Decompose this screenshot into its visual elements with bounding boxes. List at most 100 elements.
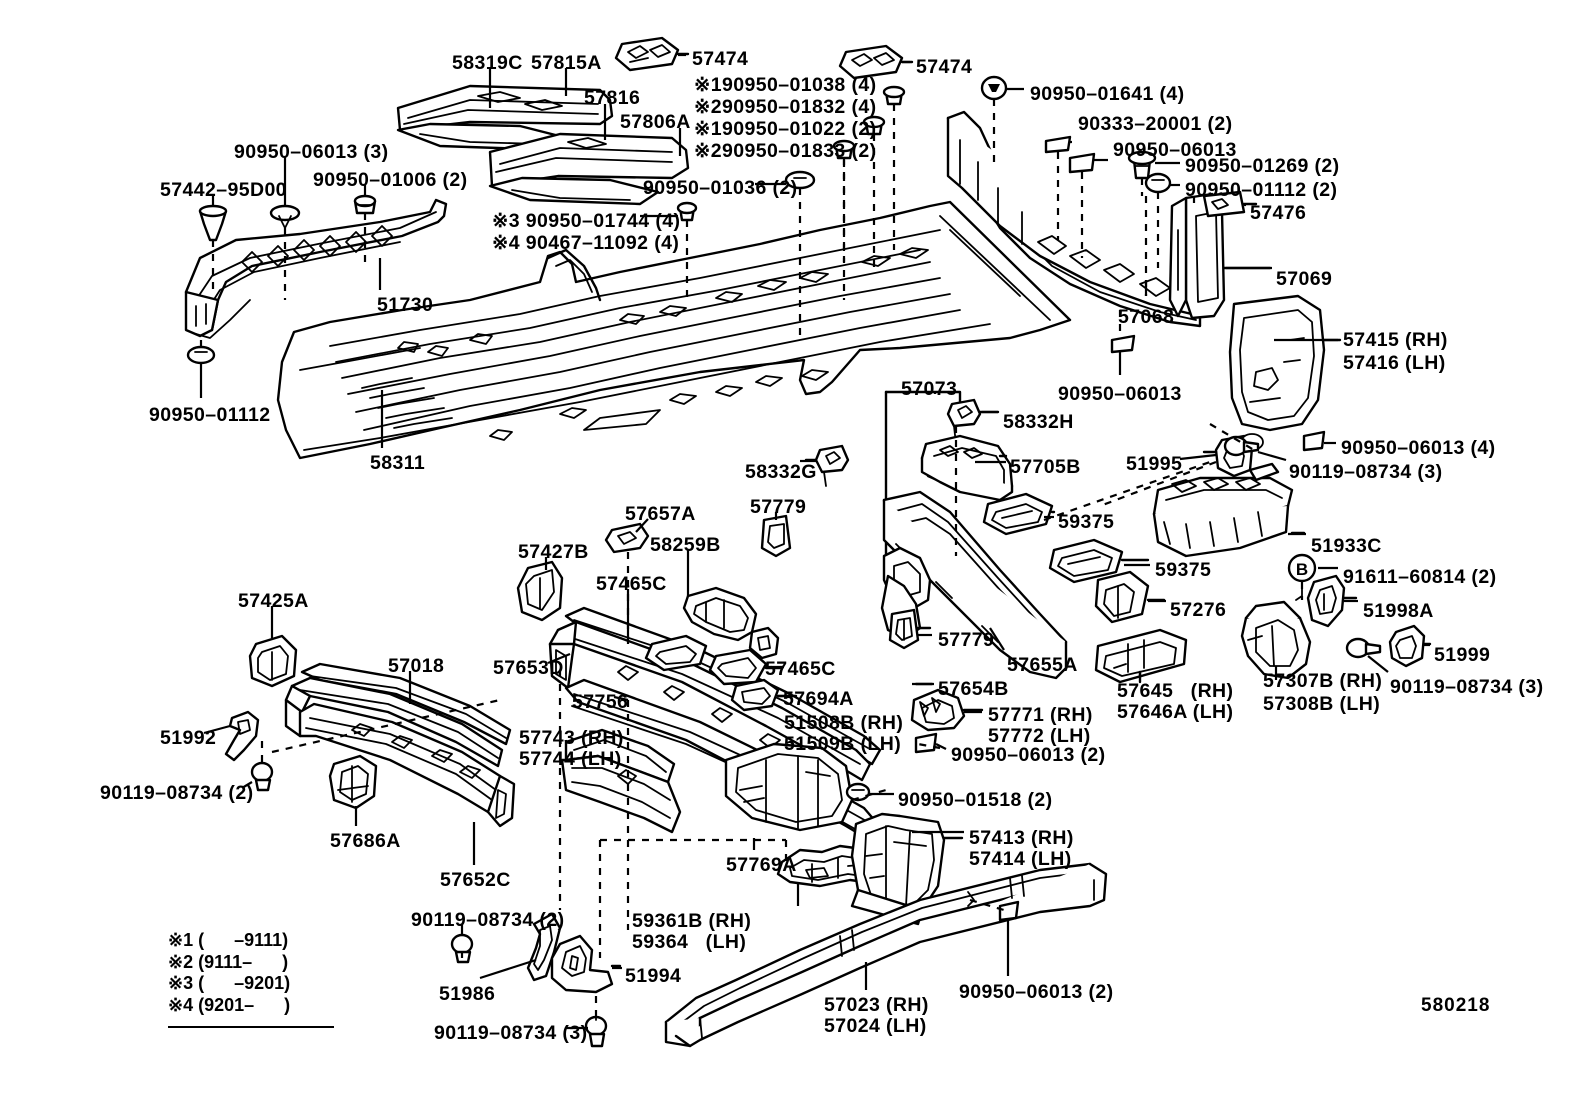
part-57779-upper (762, 516, 790, 556)
part-57705B (922, 436, 1012, 500)
part-label-l31: 57308B (LH) (1263, 693, 1381, 715)
part-label-l36: 90950–01112 (149, 404, 271, 426)
part-label-l53: 57427B (518, 541, 589, 563)
part-label-l24: 51995 (1126, 453, 1183, 475)
part-57276 (1096, 572, 1164, 622)
part-label-l43: 57705B (1010, 456, 1081, 478)
fastener-90119-08734-bottom3 (586, 1012, 606, 1046)
part-label-l72: 57425A (238, 590, 309, 612)
part-label-l65: 57744 (LH) (519, 748, 622, 770)
fastener-90950-06013-bottom (1000, 902, 1018, 920)
fastener-57442-95D00 (200, 206, 226, 240)
part-label-l81: 90119–08734 (3) (434, 1022, 588, 1044)
part-label-l19: 57416 (LH) (1343, 352, 1446, 374)
fastener-90950-01112-right (1146, 174, 1170, 192)
svg-text:B: B (1296, 560, 1308, 579)
part-label-l10: ※290950–01833 (2) (694, 140, 877, 162)
part-label-l63: 57772 (LH) (988, 725, 1091, 747)
part-label-l74: 51992 (160, 727, 217, 749)
part-51994 (552, 936, 620, 992)
part-label-l15: 90950–01112 (2) (1185, 179, 1338, 201)
fastener-90950-06013-left (271, 206, 299, 228)
part-label-l56: 57465C (765, 658, 836, 680)
fastener-90950-01112-left (188, 347, 214, 363)
part-57068-57069-rear-member (948, 112, 1270, 326)
fastener-90950-06013-center-lower (916, 734, 936, 752)
part-label-l11: 90950–01641 (4) (1030, 83, 1185, 105)
part-57415-57416 (1230, 296, 1340, 430)
part-label-l13: 90950–06013 (1113, 139, 1237, 161)
part-label-l73: 57018 (388, 655, 445, 677)
fastener-90119-08734-left (252, 763, 272, 790)
part-label-l44: 59375 (1058, 511, 1115, 533)
part-51508B-51509B (726, 744, 852, 830)
part-label-l62: 57771 (RH) (988, 704, 1093, 726)
part-label-l30: 57307B (RH) (1263, 670, 1383, 692)
part-label-l47: 58332G (745, 461, 817, 483)
part-label-l17: 57069 (1276, 268, 1333, 290)
part-label-l33: 90950–01006 (2) (313, 169, 468, 191)
part-label-l76: 57686A (330, 830, 401, 852)
part-label-l09: ※190950–01022 (2) (694, 118, 877, 140)
legend-item: ※3 ( –9201) (168, 973, 291, 993)
part-51933C (1154, 478, 1304, 556)
part-57425A (250, 636, 296, 686)
part-label-l42: 58332H (1003, 411, 1074, 433)
part-59375-upper (984, 494, 1054, 534)
fastener-90333-20001 (1046, 137, 1070, 152)
part-label-l51: 57657A (625, 503, 696, 525)
fastener-stack-top (834, 87, 904, 158)
part-label-l54: 57465C (596, 573, 667, 595)
part-label-l20: 57068 (1118, 306, 1175, 328)
part-label-l01: 58319C (452, 52, 523, 74)
part-label-l48: 57779 (750, 496, 807, 518)
part-label-l26: 91611–60814 (2) (1343, 566, 1497, 588)
fastener-90950-01641 (982, 77, 1006, 99)
part-label-l02: 57815A (531, 52, 602, 74)
part-label-l21: 90950–06013 (1058, 383, 1182, 405)
part-label-l87: 57024 (LH) (824, 1015, 927, 1037)
part-57816-57806A (490, 134, 688, 204)
part-label-l80: 51994 (625, 965, 682, 987)
figure-number: 580218 (1421, 995, 1491, 1016)
part-58332H (948, 400, 998, 444)
part-label-l69: 57646A (LH) (1117, 701, 1234, 723)
part-label-l07: ※190950–01038 (4) (694, 74, 877, 96)
fastener-90950-01006 (355, 196, 375, 213)
part-label-l39: ※3 90950–01744 (4) (492, 210, 681, 232)
part-label-l04: 57806A (620, 111, 691, 133)
part-label-l82: 59361B (RH) (632, 910, 752, 932)
callout-91611-60814: B (1289, 555, 1315, 600)
part-51992 (226, 712, 258, 760)
part-label-l37: 58311 (370, 452, 426, 474)
legend-item: ※1 ( –9111) (168, 930, 289, 950)
part-label-l67: 90950–01518 (2) (898, 789, 1053, 811)
part-label-l86: 57023 (RH) (824, 994, 929, 1016)
part-57686A (330, 756, 376, 808)
part-label-l77: 57652C (440, 869, 511, 891)
part-label-l08: ※290950–01832 (4) (694, 96, 877, 118)
part-label-l85: 90950–06013 (2) (959, 981, 1114, 1003)
fastener-90950-06013-center (1112, 336, 1134, 352)
part-57657A (606, 524, 648, 552)
part-label-l50: 57655A (1007, 654, 1078, 676)
part-label-l32: 90950–06013 (3) (234, 141, 389, 163)
part-label-l57: 57694A (783, 688, 854, 710)
part-label-l78: 90119–08734 (2) (411, 909, 565, 931)
part-label-l46: 57276 (1170, 599, 1227, 621)
part-label-l45: 59375 (1155, 559, 1212, 581)
fastener-90950-01744 (678, 203, 696, 220)
part-label-l23: 90119–08734 (3) (1289, 461, 1443, 483)
part-58259B (684, 588, 778, 658)
dashed-leaders (201, 99, 1302, 1018)
part-label-l49: 57779 (938, 629, 995, 651)
part-label-l34: 57442–95D00 (160, 179, 287, 201)
part-label-l79: 51986 (439, 983, 496, 1005)
part-label-l84: 57769A (726, 854, 797, 876)
part-label-l70: 57413 (RH) (969, 827, 1074, 849)
fastener-90950-06013-right (1070, 154, 1094, 172)
fastener-90119-08734-upper (1225, 437, 1258, 455)
part-label-l29: 90119–08734 (3) (1390, 676, 1544, 698)
fastener-90950-01518 (847, 784, 869, 800)
